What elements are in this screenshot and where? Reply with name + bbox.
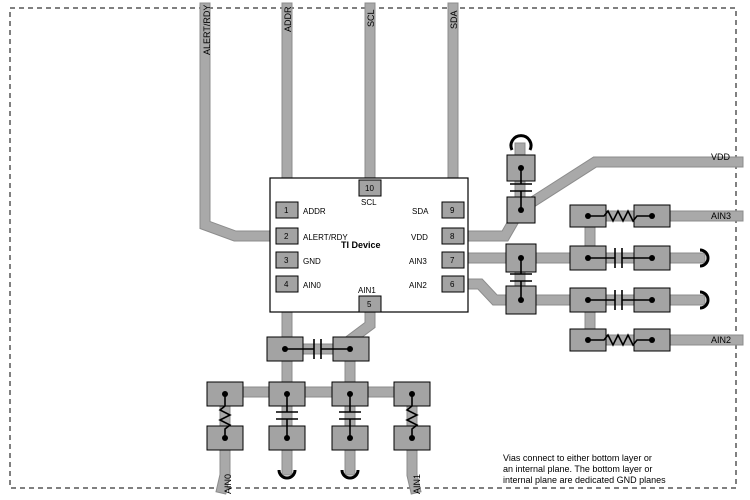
pin-label-5: AIN1 [358, 286, 376, 295]
pin-label-6: AIN2 [409, 281, 427, 290]
note-line-1: Vias connect to either bottom layer or [503, 453, 652, 463]
resistor-ain2 [585, 333, 655, 347]
chip-body [269, 177, 469, 313]
pad-pin10 [358, 179, 382, 197]
capacitor-ain0-gnd [276, 391, 298, 441]
pin-number-2: 2 [284, 232, 289, 241]
pad-pin5 [358, 295, 382, 313]
capacitor-ain0-ain1 [282, 339, 353, 359]
pin-label-1: ADDR [303, 207, 326, 216]
pin-number-1: 1 [284, 206, 289, 215]
pad-pin3 [275, 251, 299, 269]
via-bottom-left [277, 469, 297, 480]
signal-label-vdd: VDD [711, 152, 731, 162]
pin-number-7: 7 [450, 256, 455, 265]
pad-pin2 [275, 227, 299, 245]
pad-pin1 [275, 201, 299, 219]
pin-number-5: 5 [367, 300, 372, 309]
pin-label-2: ALERT/RDY [303, 233, 348, 242]
pad-pin7 [441, 251, 465, 269]
capacitor-ain1-gnd [339, 391, 361, 441]
note-line-2: an internal plane. The bottom layer or [503, 464, 652, 474]
signal-label-ain0: AIN0 [223, 474, 233, 494]
signal-label-sda: SDA [449, 10, 459, 29]
pin-label-9: SDA [412, 207, 429, 216]
via-ain2 [699, 290, 710, 310]
component-pads [206, 154, 671, 451]
pin-label-8: VDD [411, 233, 428, 242]
component-symbols [218, 165, 655, 441]
pin-number-4: 4 [284, 280, 289, 289]
capacitor-ain2 [585, 290, 655, 310]
pin-number-8: 8 [450, 232, 455, 241]
pin-number-9: 9 [450, 206, 455, 215]
pin-number-3: 3 [284, 256, 289, 265]
pad-pin9 [441, 201, 465, 219]
note-line-3: internal plane are dedicated GND planes [503, 475, 666, 485]
resistor-ain0 [218, 391, 232, 441]
signal-label-addr: ADDR [283, 6, 293, 32]
pin-label-3: GND [303, 257, 321, 266]
pin-label-4: AIN0 [303, 281, 321, 290]
via-bottom-right [340, 469, 360, 480]
pad-pin4 [275, 275, 299, 293]
pin-label-7: AIN3 [409, 257, 427, 266]
pin-number-10: 10 [365, 184, 374, 193]
signal-label-ain2: AIN2 [711, 335, 731, 345]
chip-pads [275, 179, 465, 313]
capacitor-vdd [510, 165, 532, 213]
signal-label-ain3: AIN3 [711, 211, 731, 221]
resistor-ain1 [405, 391, 419, 441]
pin-number-6: 6 [450, 280, 455, 289]
resistor-ain3 [585, 209, 655, 223]
pad-pin8 [441, 227, 465, 245]
signal-label-alert-rdy: ALERT/RDY [202, 5, 212, 55]
signal-label-ain1: AIN1 [412, 474, 422, 494]
pin-label-10: SCL [361, 198, 377, 207]
via-ain3 [699, 248, 710, 268]
capacitor-ain3 [585, 248, 655, 268]
capacitor-ain3-ain2 [510, 255, 532, 303]
pad-pin6 [441, 275, 465, 293]
via-top [509, 134, 533, 151]
chip-name: TI Device [341, 240, 381, 250]
signal-label-scl: SCL [366, 9, 376, 27]
